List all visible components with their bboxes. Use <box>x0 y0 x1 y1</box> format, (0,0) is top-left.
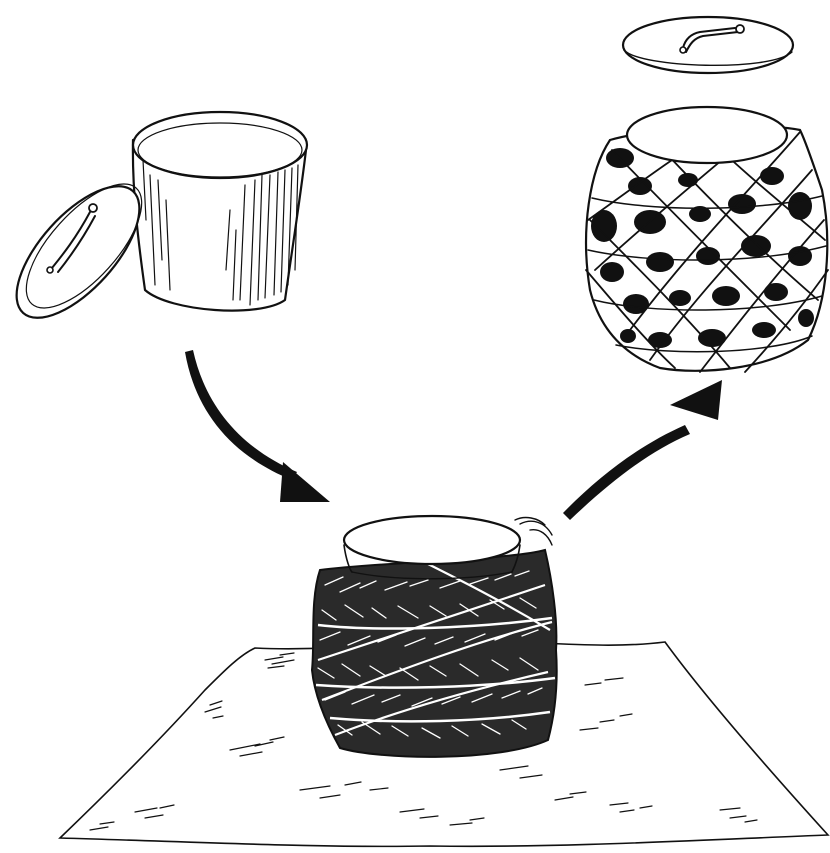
empty-pot <box>133 112 307 311</box>
arrow-down-right-icon <box>185 350 330 502</box>
floating-lid <box>623 17 793 73</box>
net-wrapped-pot <box>586 107 828 372</box>
wrapped-pot <box>312 516 557 757</box>
arrow-up-right-icon <box>563 380 722 520</box>
pot-lid-leaning <box>0 166 161 338</box>
